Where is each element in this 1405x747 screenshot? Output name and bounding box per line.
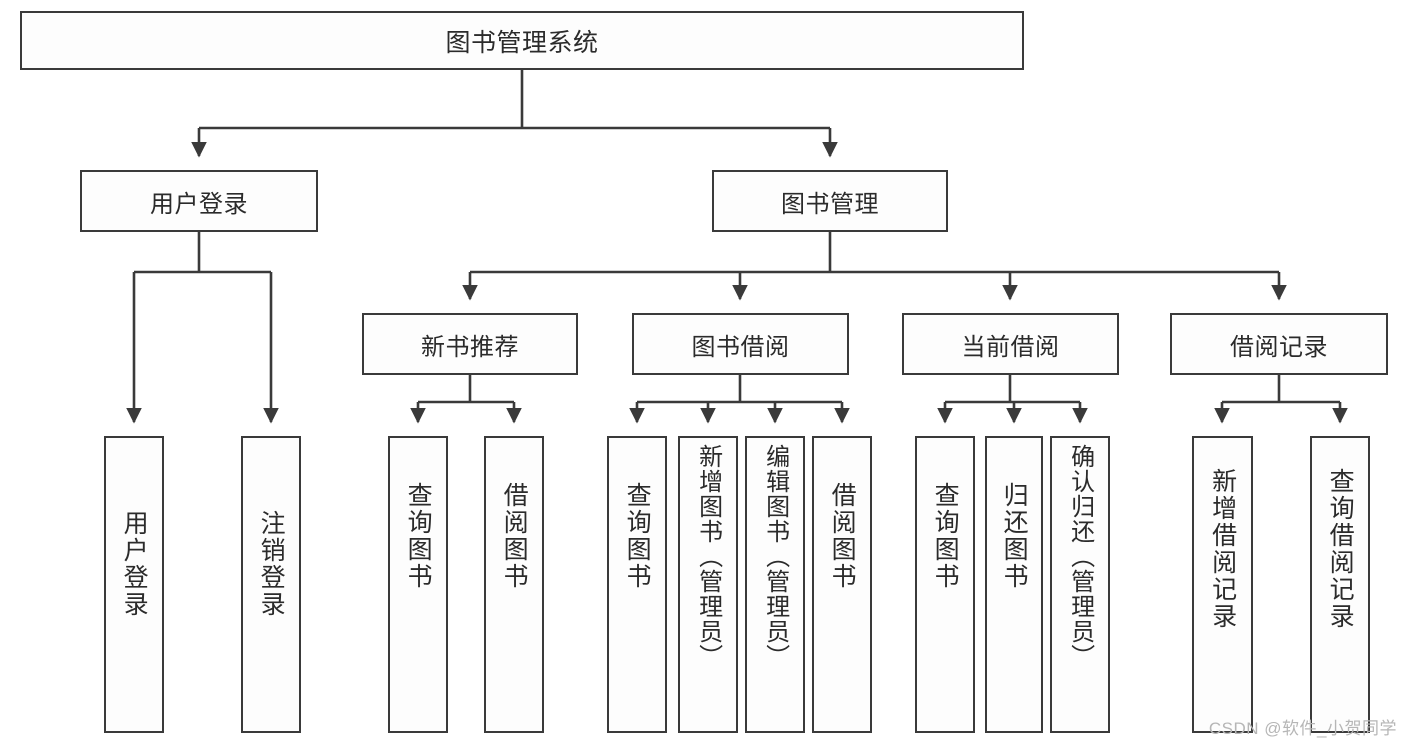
node-current-borrow-label: 当前借阅 bbox=[961, 333, 1060, 361]
node-root-system-label: 图书管理系统 bbox=[445, 28, 599, 57]
leaf-query-book-1[interactable]: 查询图书 bbox=[388, 436, 448, 733]
node-user-login[interactable]: 用户登录 bbox=[80, 170, 318, 232]
watermark-text: CSDN @软件_小贺同学 bbox=[1208, 719, 1397, 738]
node-user-login-label: 用户登录 bbox=[150, 190, 248, 218]
leaf-query-book-1-label: 查询图书 bbox=[404, 482, 433, 590]
node-book-borrow-label: 图书借阅 bbox=[691, 333, 790, 361]
leaf-confirm-return[interactable]: 确认归还（管理员） bbox=[1050, 436, 1110, 733]
leaf-return-book-label: 归还图书 bbox=[1000, 482, 1029, 590]
leaf-user-logout-label: 注销登录 bbox=[257, 510, 286, 618]
node-book-borrow[interactable]: 图书借阅 bbox=[632, 313, 849, 375]
node-borrow-record[interactable]: 借阅记录 bbox=[1170, 313, 1388, 375]
leaf-borrow-book-2-label: 借阅图书 bbox=[828, 482, 857, 590]
leaf-confirm-return-label: 确认归还（管理员） bbox=[1066, 444, 1094, 669]
node-current-borrow[interactable]: 当前借阅 bbox=[902, 313, 1119, 375]
node-book-management-label: 图书管理 bbox=[781, 190, 879, 218]
node-root-system[interactable]: 图书管理系统 bbox=[20, 11, 1024, 70]
leaf-borrow-book-1[interactable]: 借阅图书 bbox=[484, 436, 544, 733]
leaf-user-login-label: 用户登录 bbox=[120, 510, 149, 618]
leaf-edit-book[interactable]: 编辑图书（管理员） bbox=[745, 436, 805, 733]
node-book-management[interactable]: 图书管理 bbox=[712, 170, 948, 232]
leaf-borrow-book-2[interactable]: 借阅图书 bbox=[812, 436, 872, 733]
leaf-query-book-2-label: 查询图书 bbox=[623, 482, 652, 590]
leaf-borrow-book-1-label: 借阅图书 bbox=[500, 482, 529, 590]
leaf-add-book-label: 新增图书（管理员） bbox=[694, 444, 722, 669]
leaf-add-borrow-record[interactable]: 新增借阅记录 bbox=[1192, 436, 1253, 733]
leaf-query-book-3-label: 查询图书 bbox=[931, 482, 960, 590]
node-new-book-recommend-label: 新书推荐 bbox=[421, 333, 519, 361]
leaf-query-borrow-record-label: 查询借阅记录 bbox=[1326, 468, 1355, 630]
node-borrow-record-label: 借阅记录 bbox=[1230, 333, 1328, 361]
leaf-user-logout[interactable]: 注销登录 bbox=[241, 436, 301, 733]
leaf-query-book-2[interactable]: 查询图书 bbox=[607, 436, 667, 733]
leaf-query-book-3[interactable]: 查询图书 bbox=[915, 436, 975, 733]
leaf-user-login[interactable]: 用户登录 bbox=[104, 436, 164, 733]
node-new-book-recommend[interactable]: 新书推荐 bbox=[362, 313, 578, 375]
leaf-add-borrow-record-label: 新增借阅记录 bbox=[1208, 468, 1237, 630]
leaf-query-borrow-record[interactable]: 查询借阅记录 bbox=[1310, 436, 1370, 733]
leaf-add-book[interactable]: 新增图书（管理员） bbox=[678, 436, 738, 733]
leaf-return-book[interactable]: 归还图书 bbox=[985, 436, 1043, 733]
leaf-edit-book-label: 编辑图书（管理员） bbox=[761, 444, 789, 669]
